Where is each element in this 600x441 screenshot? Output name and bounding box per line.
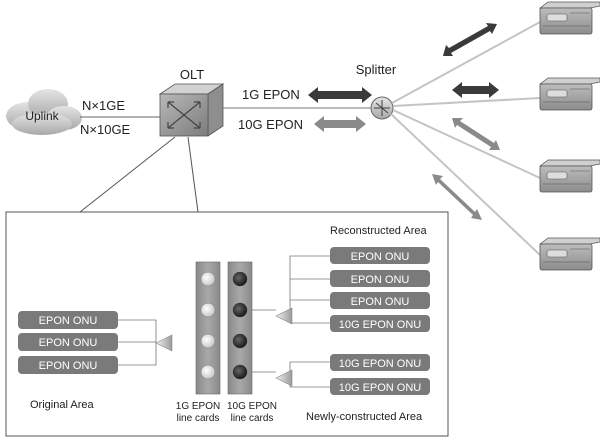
uplink-cloud: Uplink: [6, 89, 82, 135]
reconstructed-area-label: Reconstructed Area: [330, 225, 427, 237]
onu-device-icon-4: [538, 237, 600, 271]
original-onu-3: EPON ONU: [18, 356, 118, 374]
link-10ge-label: N×10GE: [80, 122, 131, 137]
new-to-card-arrow: [275, 369, 293, 387]
reconstructed-onu-2: EPON ONU: [330, 270, 430, 287]
arrow-10g-epon: [314, 116, 366, 132]
reconstructed-connector: [252, 255, 330, 324]
line-card-10g: [227, 261, 253, 395]
original-to-card-arrow: [155, 334, 173, 352]
newly-constructed-area-label: Newly-constructed Area: [306, 411, 423, 423]
onu-device-icon-1: [538, 1, 600, 35]
epon-10g-label: 10G EPON: [238, 117, 303, 132]
reconstructed-onu-4: 10G EPON ONU: [330, 315, 430, 332]
original-onu-2-label: EPON ONU: [39, 337, 98, 349]
card-10g-label-line2: line cards: [231, 413, 274, 424]
new-onu-2-label: 10G EPON ONU: [339, 382, 422, 394]
original-onu-1: EPON ONU: [18, 311, 118, 329]
original-area-label: Original Area: [30, 399, 94, 411]
reconstructed-to-card-arrow: [275, 307, 293, 325]
splitter-label: Splitter: [356, 62, 397, 77]
new-onu-2: 10G EPON ONU: [330, 378, 430, 395]
onu-device-icon-3: [538, 159, 600, 193]
card-1g-label-line2: line cards: [177, 413, 220, 424]
card-1g-label-line1: 1G EPON: [176, 401, 220, 412]
olt-label: OLT: [180, 67, 204, 82]
reconstructed-onu-2-label: EPON ONU: [351, 274, 410, 286]
splitter-fibers: [390, 21, 541, 256]
original-onu-3-label: EPON ONU: [39, 360, 98, 372]
new-onu-1: 10G EPON ONU: [330, 354, 430, 371]
arrow-onu-1: [443, 23, 497, 56]
epon-1g-label: 1G EPON: [242, 87, 300, 102]
zoom-line-left: [79, 136, 176, 213]
reconstructed-onu-1-label: EPON ONU: [351, 251, 410, 263]
arrow-1g-epon: [308, 87, 372, 103]
link-1ge-label: N×1GE: [82, 98, 125, 113]
splitter-icon: [370, 96, 394, 120]
card-10g-label-line1: 10G EPON: [227, 401, 277, 412]
zoom-line-right: [187, 136, 199, 213]
onu-device-icon-2: [538, 77, 600, 111]
arrow-onu-4: [432, 174, 482, 220]
original-onu-1-label: EPON ONU: [39, 315, 98, 327]
original-connector: [118, 319, 157, 366]
new-onu-1-label: 10G EPON ONU: [339, 358, 422, 370]
arrow-onu-2: [452, 82, 499, 98]
line-card-1g: [195, 261, 221, 395]
uplink-label: Uplink: [25, 109, 59, 123]
reconstructed-onu-4-label: 10G EPON ONU: [339, 319, 422, 331]
reconstructed-onu-1: EPON ONU: [330, 247, 430, 264]
arrow-onu-3: [452, 118, 500, 150]
olt-device-icon: [158, 83, 225, 137]
reconstructed-onu-3: EPON ONU: [330, 292, 430, 309]
reconstructed-onu-3-label: EPON ONU: [351, 296, 410, 308]
original-onu-2: EPON ONU: [18, 333, 118, 351]
